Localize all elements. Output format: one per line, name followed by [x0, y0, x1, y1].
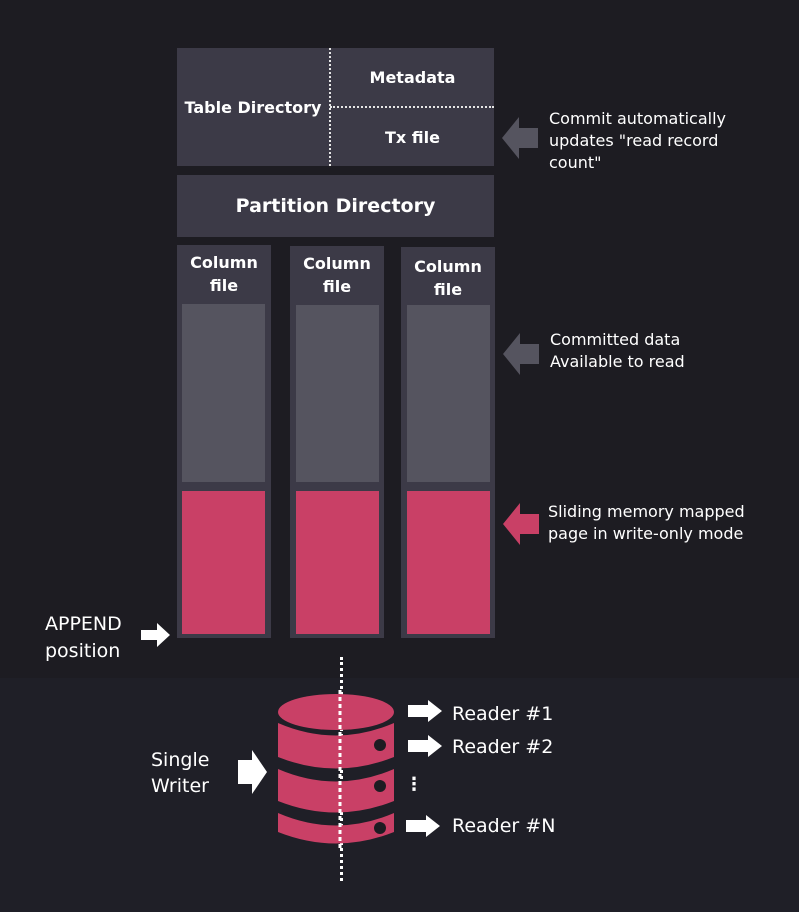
- note-line: count": [549, 153, 602, 172]
- column-title-line2: file: [322, 277, 352, 296]
- column-title-line2: file: [433, 280, 463, 299]
- column-title-line1: Column: [414, 257, 482, 276]
- arrow-right-icon: [408, 735, 442, 757]
- sliding-page-note: Sliding memory mapped page in write-only…: [548, 501, 745, 545]
- table-directory-box: Table Directory Metadata Tx file: [177, 48, 494, 166]
- column-title-line1: Column: [303, 254, 371, 273]
- column-file-2: Column file: [290, 246, 384, 638]
- bottom-section-background: [0, 678, 799, 912]
- sliding-page-region: [407, 491, 490, 634]
- column-title-line2: file: [209, 276, 239, 295]
- arrow-right-icon: [238, 750, 267, 794]
- column-file-title: Column file: [177, 251, 271, 297]
- horizontal-divider: [330, 106, 494, 108]
- label-line: position: [45, 640, 121, 662]
- arrow-right-icon: [141, 623, 170, 647]
- committed-data-region: [296, 305, 379, 482]
- committed-data-region: [182, 304, 265, 482]
- arrow-left-icon: [502, 117, 538, 159]
- note-line: Committed data: [550, 330, 681, 349]
- metadata-label: Metadata: [369, 67, 456, 87]
- label-line: Single: [151, 749, 210, 771]
- label-line: APPEND: [45, 613, 122, 635]
- sliding-page-region: [182, 491, 265, 634]
- column-file-title: Column file: [290, 252, 384, 298]
- commit-note: Commit automatically updates "read recor…: [549, 108, 726, 174]
- reader-2-label: Reader #2: [452, 736, 554, 758]
- arrow-right-icon: [408, 700, 442, 722]
- note-line: updates "read record: [549, 131, 719, 150]
- note-line: Available to read: [550, 352, 685, 371]
- ellipsis-icon: ⋮: [405, 774, 423, 795]
- reader-n-label: Reader #N: [452, 815, 556, 837]
- sliding-page-region: [296, 491, 379, 634]
- reader-1-label: Reader #1: [452, 703, 554, 725]
- arrow-left-icon: [503, 333, 539, 375]
- column-file-3: Column file: [401, 247, 495, 638]
- column-file-title: Column file: [401, 255, 495, 301]
- table-directory-label: Table Directory: [184, 97, 322, 117]
- single-writer-label: Single Writer: [151, 747, 209, 799]
- arrow-left-icon: [503, 503, 539, 545]
- tx-file-label: Tx file: [385, 127, 440, 147]
- committed-data-note: Committed data Available to read: [550, 329, 685, 373]
- column-title-line1: Column: [190, 253, 258, 272]
- database-icon: [278, 690, 394, 850]
- note-line: Sliding memory mapped: [548, 502, 745, 521]
- append-position-label: APPEND position: [45, 611, 122, 665]
- committed-data-region: [407, 305, 490, 482]
- note-line: page in write-only mode: [548, 524, 744, 543]
- arrow-right-icon: [406, 815, 440, 837]
- label-line: Writer: [151, 775, 209, 797]
- partition-directory-box: Partition Directory: [177, 175, 494, 237]
- column-file-1: Column file: [177, 245, 271, 638]
- note-line: Commit automatically: [549, 109, 727, 128]
